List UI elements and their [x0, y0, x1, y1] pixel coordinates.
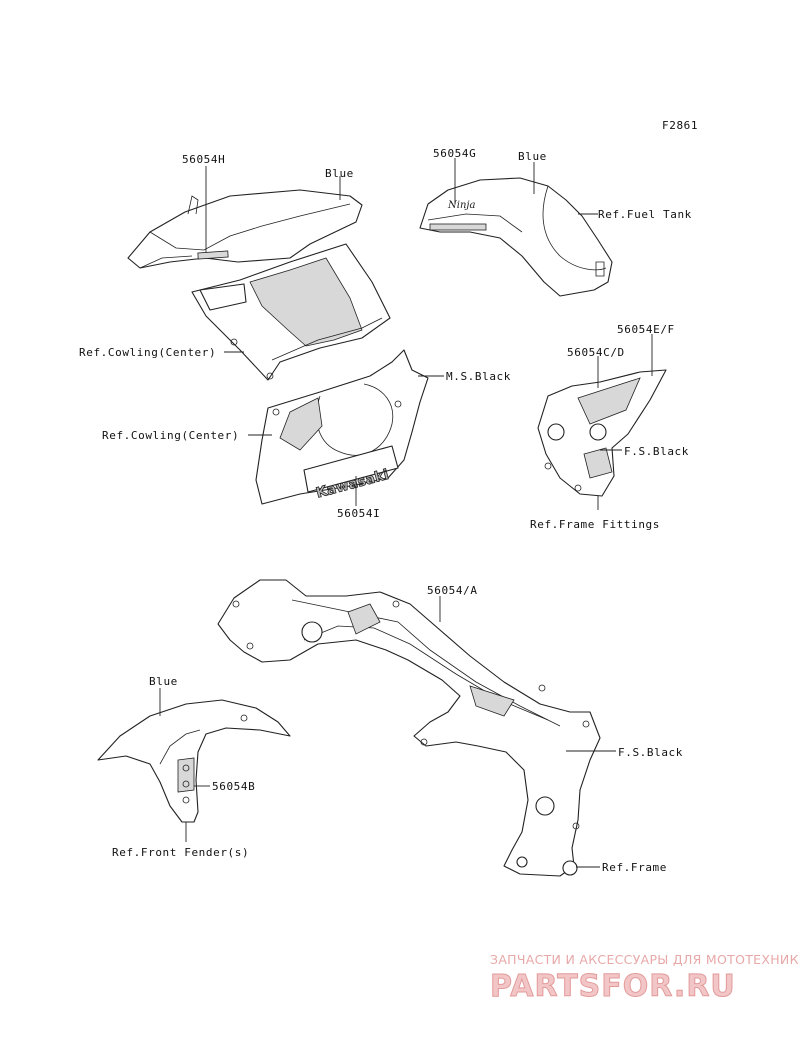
watermark-subtitle: ЗАПЧАСТИ И АКСЕССУАРЫ ДЛЯ МОТОТЕХНИКИ	[490, 952, 800, 967]
figure-code: F2861	[662, 119, 698, 132]
frame-fitting-part	[537, 369, 667, 497]
label-ref-cowling-center-2: Ref.Cowling(Center)	[102, 429, 239, 442]
label-blue-top: Blue	[325, 167, 354, 180]
label-ms-black: M.S.Black	[446, 370, 511, 383]
label-56054cd: 56054C/D	[567, 346, 625, 359]
label-ref-frame-fittings: Ref.Frame Fittings	[530, 518, 660, 531]
label-blue-tank: Blue	[518, 150, 547, 163]
ninja-decal-text: Ninja	[447, 200, 475, 211]
label-blue-fender: Blue	[149, 675, 178, 688]
label-56054i: 56054I	[337, 507, 380, 520]
leader-lines	[159, 158, 653, 868]
label-56054g: 56054G	[433, 147, 476, 160]
main-frame-part	[217, 579, 601, 877]
label-fs-black-2: F.S.Black	[618, 746, 683, 759]
label-ref-front-fender: Ref.Front Fender(s)	[112, 846, 249, 859]
label-56054h: 56054H	[182, 153, 225, 166]
label-56054a: 56054/A	[427, 584, 478, 597]
label-ref-frame: Ref.Frame	[602, 861, 667, 874]
label-ref-fuel-tank: Ref.Fuel Tank	[598, 208, 692, 221]
label-56054b: 56054B	[212, 780, 255, 793]
watermark-brand: PARTSFOR.RU	[490, 969, 736, 1004]
label-56054ef: 56054E/F	[617, 323, 675, 336]
front-fender-part	[97, 699, 291, 823]
label-ref-cowling-center-1: Ref.Cowling(Center)	[79, 346, 216, 359]
label-fs-black-1: F.S.Black	[624, 445, 689, 458]
upper-cowling-part	[127, 189, 363, 269]
center-cowling-upper-part	[191, 243, 391, 381]
fuel-tank-part: Ninja	[419, 177, 613, 297]
center-cowling-lower-part: Kawasaki	[255, 349, 429, 505]
